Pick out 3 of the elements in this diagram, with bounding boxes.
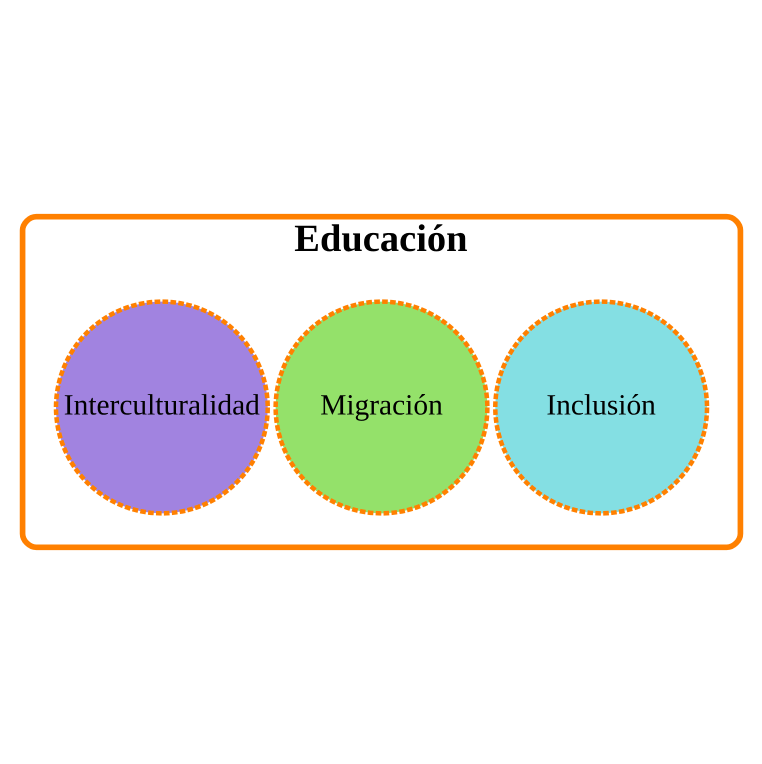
node-circle: Inclusión [492, 299, 709, 516]
node-circle: Interculturalidad [53, 299, 270, 516]
node-circle: Migración [272, 299, 490, 516]
